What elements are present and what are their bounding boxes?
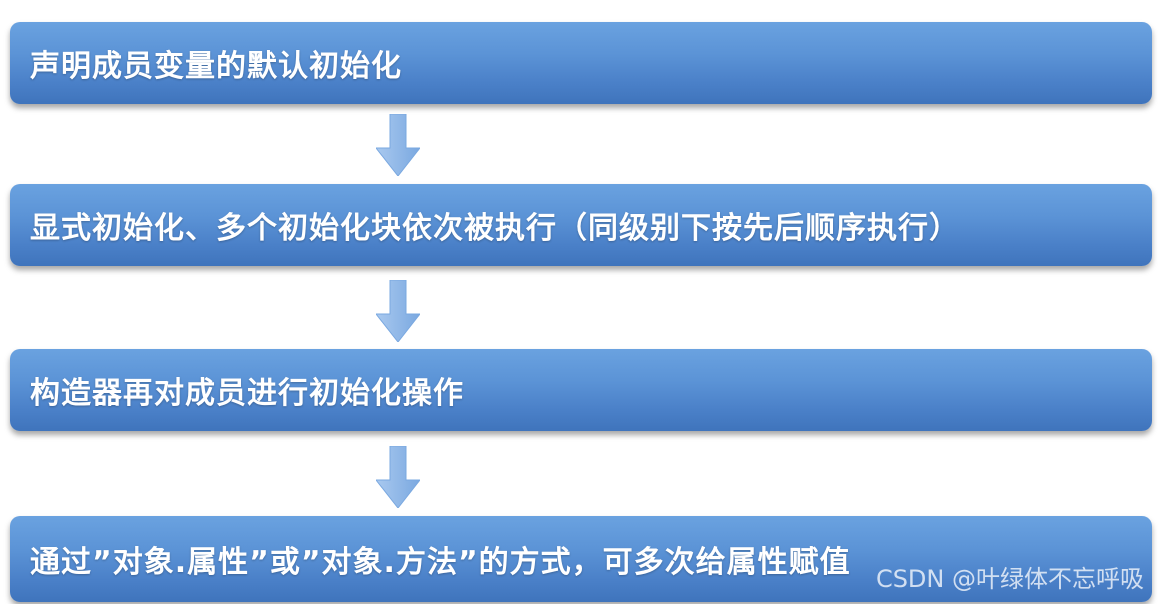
down-arrow-icon <box>376 446 420 508</box>
step-label: 通过”对象.属性”或”对象.方法”的方式，可多次给属性赋值 <box>30 545 851 580</box>
step-box-explicit-init: 显式初始化、多个初始化块依次被执行（同级别下按先后顺序执行） <box>10 184 1152 266</box>
step-label: 显式初始化、多个初始化块依次被执行（同级别下按先后顺序执行） <box>30 211 960 246</box>
down-arrow-icon <box>376 114 420 176</box>
step-box-assign-values: 通过”对象.属性”或”对象.方法”的方式，可多次给属性赋值 <box>10 516 1152 602</box>
step-label: 构造器再对成员进行初始化操作 <box>30 376 464 411</box>
step-box-default-init: 声明成员变量的默认初始化 <box>10 22 1152 104</box>
down-arrow-icon <box>376 280 420 342</box>
step-box-constructor-init: 构造器再对成员进行初始化操作 <box>10 349 1152 431</box>
watermark: CSDN @叶绿体不忘呼吸 <box>875 565 1144 593</box>
step-label: 声明成员变量的默认初始化 <box>30 49 402 84</box>
